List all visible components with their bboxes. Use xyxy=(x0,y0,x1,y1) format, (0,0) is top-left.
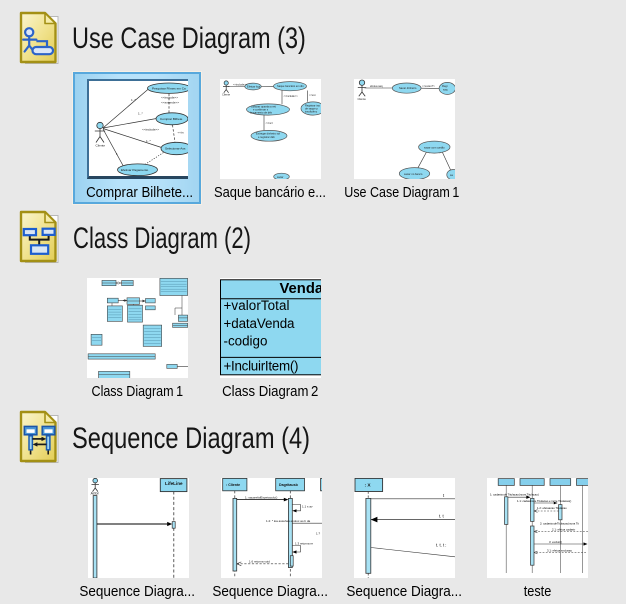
svg-text:1.2: efetuacao Titulacao: 1.2: efetuacao Titulacao xyxy=(537,506,567,510)
svg-text:1..*: 1..* xyxy=(131,98,136,102)
svg-text:Saque bancário em din: Saque bancário em din xyxy=(277,84,304,88)
svg-text:1..*: 1..* xyxy=(138,112,143,116)
svg-text:de saque p: de saque p xyxy=(305,107,318,111)
svg-text:lançamento de déb: lançamento de déb xyxy=(250,111,273,115)
svg-text:1.3 retorna re: 1.3 retorna re xyxy=(295,541,313,545)
svg-text:Efetuar logi: Efetuar logi xyxy=(247,84,261,88)
svg-text:<<ext: <<ext xyxy=(309,93,316,97)
svg-text:Efetivar Pagamento: Efetivar Pagamento xyxy=(121,168,148,172)
svg-text:Venda: Venda xyxy=(280,281,322,297)
svg-text:1.1 s av: 1.1 s av xyxy=(302,505,313,509)
svg-text:: Cliente: : Cliente xyxy=(226,483,240,487)
svg-text:Actor: Actor xyxy=(91,492,100,496)
svg-text:3: excluir(): 3: excluir() xyxy=(549,540,562,544)
svg-text:e confirmar s: e confirmar s xyxy=(253,108,269,112)
svg-text:+dataVenda: +dataVenda xyxy=(224,316,296,331)
svg-text:t. t. t :: t. t. t : xyxy=(436,542,446,547)
svg-text:+valorTotal: +valorTotal xyxy=(224,298,290,313)
svg-text:e registrar déb: e registrar déb xyxy=(258,135,275,139)
svg-text:<<include>>: <<include>> xyxy=(161,96,178,100)
svg-text:2: cadastrodeTitulacao(nova Ti: 2: cadastrodeTitulacao(nova Tit xyxy=(540,521,579,525)
svg-text:Pesquisar Filmes em Ca: Pesquisar Filmes em Ca xyxy=(152,86,186,90)
svg-text:sa: sa xyxy=(450,174,453,177)
svg-text:Dagritausb: Dagritausb xyxy=(279,483,299,487)
svg-text:<<in: <<in xyxy=(178,131,184,135)
svg-text:t: t xyxy=(443,493,445,498)
svg-text:sacar com cartão: sacar com cartão xyxy=(424,145,445,149)
svg-text:Cliente: Cliente xyxy=(222,93,231,97)
svg-text:+IncluirItem(): +IncluirItem() xyxy=(224,359,299,374)
svg-text:efetua saq: efetua saq xyxy=(370,84,383,88)
svg-text:<<exten?>: <<exten?> xyxy=(422,84,435,88)
svg-text:LifeLine: LifeLine xyxy=(165,481,183,486)
svg-text:Sacar dinheiro: Sacar dinheiro xyxy=(399,86,417,90)
svg-text:1.1: cadastrode Titulacao e in: 1.1: cadastrode Titulacao e incre Titula… xyxy=(517,499,571,503)
svg-text:1.?: 1.? xyxy=(316,532,321,536)
svg-text:Comprar Bilhete: Comprar Bilhete xyxy=(160,117,183,121)
svg-text:<<include>>: <<include>> xyxy=(233,83,248,87)
svg-text:sacar: sacar xyxy=(277,175,283,179)
svg-text:saq: saq xyxy=(443,89,448,92)
svg-text:2.1: efetua cadastr: 2.1: efetua cadastr xyxy=(552,527,575,531)
svg-text:Solicitar quantia a reti: Solicitar quantia a reti xyxy=(251,105,276,109)
svg-text:-codigo: -codigo xyxy=(224,334,268,349)
svg-text:Selecionar Ass: Selecionar Ass xyxy=(165,147,186,151)
svg-text:insuficiênc: insuficiênc xyxy=(305,110,318,114)
svg-text:<<incl: <<incl xyxy=(266,121,273,125)
svg-text:<<extende>>: <<extende>> xyxy=(161,101,179,105)
svg-text:1: sacarefalEspetaculo(): 1: sacarefalEspetaculo() xyxy=(245,495,277,499)
svg-text:1: cadastrode Titulacao(nova T: 1: cadastrode Titulacao(nova Titulacao) xyxy=(490,493,539,497)
svg-text:sacar no banco: sacar no banco xyxy=(404,172,423,176)
svg-text:Entregar dinheiro sol: Entregar dinheiro sol xyxy=(256,132,280,136)
svg-text:Registrar ina: Registrar ina xyxy=(305,104,320,108)
svg-text:Regi: Regi xyxy=(442,84,448,88)
svg-text:1.2: * loa assuhes evoluc ao b: 1.2: * loa assuhes evoluc ao b da xyxy=(266,519,311,523)
svg-text:3.1: efetua exclusao: 3.1: efetua exclusao xyxy=(547,549,572,553)
svg-text:<<include>>: <<include>> xyxy=(142,128,159,132)
svg-text:1.6 retorna void: 1.6 retorna void xyxy=(249,560,270,564)
svg-text:1..*: 1..* xyxy=(146,139,151,143)
svg-text:<<include>>: <<include>> xyxy=(284,94,299,98)
svg-text:Cliente: Cliente xyxy=(96,144,106,148)
svg-text:1: 1 xyxy=(116,152,118,156)
svg-text:: X: : X xyxy=(365,483,372,489)
svg-text:t. t: t. t xyxy=(439,513,444,518)
svg-text:Cliente: Cliente xyxy=(358,97,367,101)
